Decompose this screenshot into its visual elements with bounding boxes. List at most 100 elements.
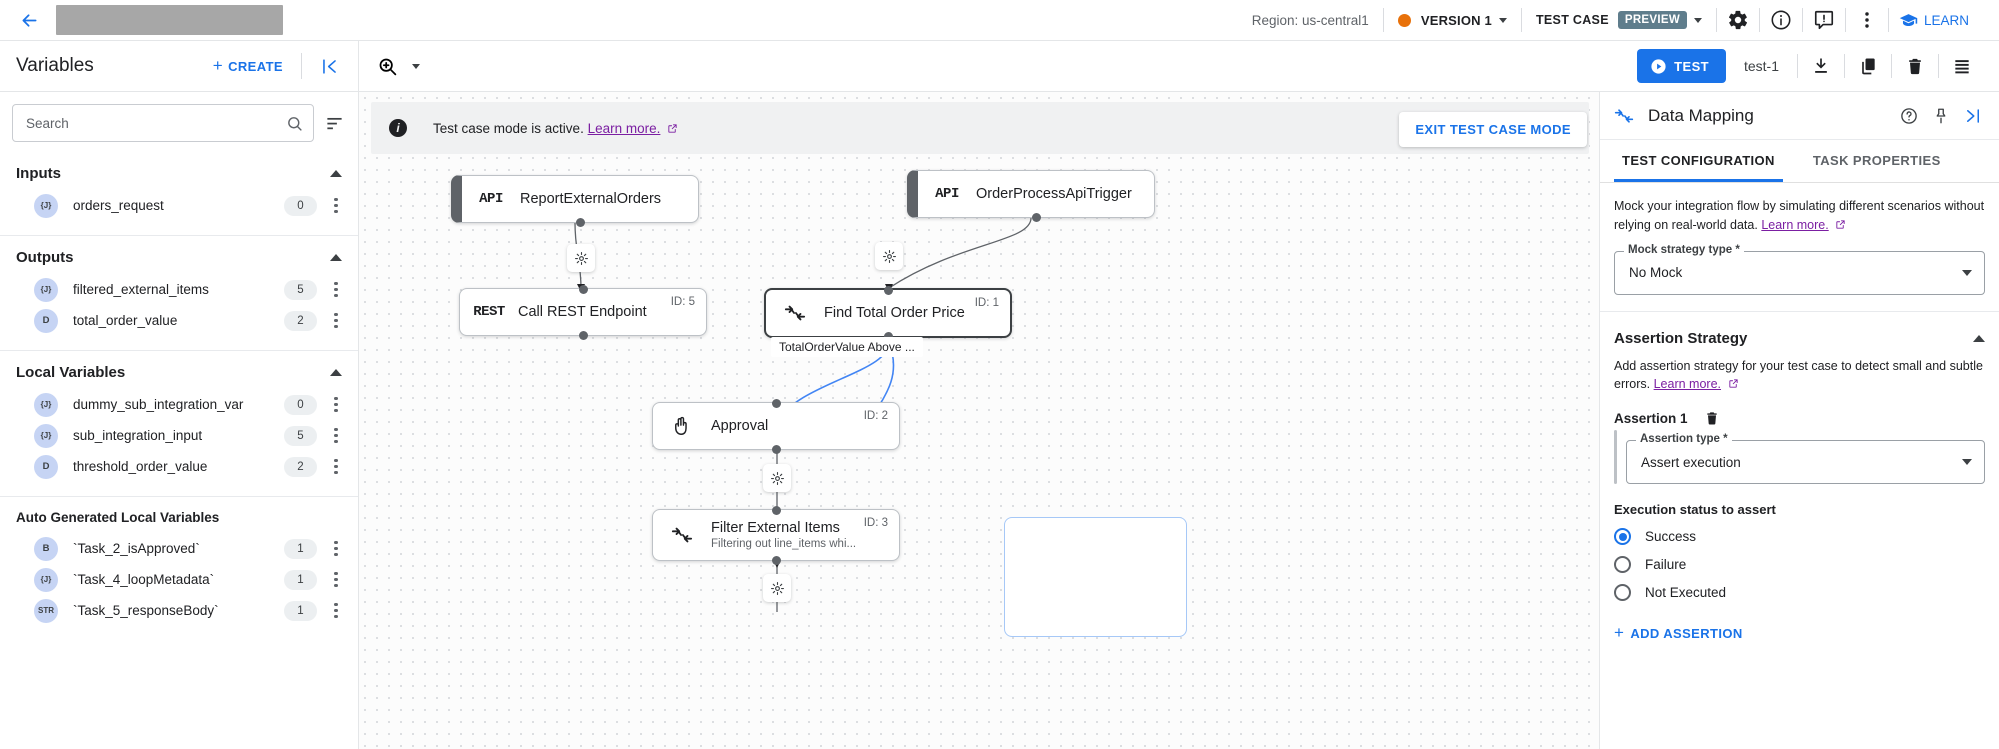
learn-button[interactable]: LEARN [1889, 11, 1985, 30]
variable-type-badge: STR [34, 598, 58, 623]
exit-test-case-mode-button[interactable]: EXIT TEST CASE MODE [1399, 112, 1587, 147]
radio-option[interactable]: Failure [1614, 556, 1985, 573]
list-icon [1955, 60, 1969, 74]
variable-menu-button[interactable] [324, 282, 348, 297]
section-header[interactable]: Auto Generated Local Variables [0, 497, 358, 533]
more-options-button[interactable] [1846, 0, 1888, 41]
node-id-label: ID: 2 [863, 410, 888, 422]
flow-node-approval[interactable]: Approval ID: 2 [652, 398, 900, 454]
variable-row[interactable]: STR`Task_5_responseBody`1 [0, 595, 358, 626]
flow-node-filter-external-items[interactable]: Filter External Items Filtering out line… [652, 505, 900, 565]
variable-count: 0 [284, 394, 317, 415]
add-assertion-button[interactable]: + ADD ASSERTION [1614, 623, 1985, 643]
node-input-port[interactable] [883, 285, 893, 295]
create-label: CREATE [228, 58, 283, 74]
tab-task-properties[interactable]: TASK PROPERTIES [1812, 153, 1941, 168]
edge-condition-label[interactable]: TotalOrderValue Above ... [771, 337, 923, 357]
node-input-port[interactable] [578, 284, 588, 294]
feedback-button[interactable] [1803, 0, 1845, 41]
run-test-button[interactable]: TEST [1637, 49, 1726, 83]
tab-test-configuration[interactable]: TEST CONFIGURATION [1614, 140, 1783, 182]
variable-menu-button[interactable] [324, 313, 348, 328]
variable-menu-button[interactable] [324, 541, 348, 556]
chevron-down-icon [412, 63, 420, 69]
search-input[interactable] [26, 115, 286, 131]
version-selector[interactable]: VERSION 1 [1384, 0, 1521, 41]
variable-menu-button[interactable] [324, 572, 348, 587]
variable-type-badge: {J} [34, 423, 58, 448]
node-output-port[interactable] [578, 330, 588, 340]
flow-node-find-total-order-price[interactable]: Find Total Order Price ID: 1 [764, 285, 1012, 341]
radio-button-icon[interactable] [1614, 528, 1631, 545]
create-variable-button[interactable]: + CREATE [209, 50, 287, 82]
mock-learn-more-link[interactable]: Learn more. [1761, 217, 1829, 232]
test-case-name[interactable]: test-1 [1743, 58, 1779, 74]
variable-row[interactable]: {J}`Task_4_loopMetadata`1 [0, 564, 358, 595]
node-output-port[interactable] [771, 555, 781, 565]
info-button[interactable] [1760, 0, 1802, 41]
variable-row[interactable]: B`Task_2_isApproved`1 [0, 533, 358, 564]
banner-learn-more-link[interactable]: Learn more. [587, 120, 661, 136]
region-label: Region: us-central1 [1251, 12, 1369, 28]
search-input-container[interactable] [12, 104, 314, 142]
divider [1891, 54, 1892, 78]
duplicate-button[interactable] [1845, 41, 1891, 92]
assertion-learn-more-link[interactable]: Learn more. [1653, 377, 1722, 392]
variable-menu-button[interactable] [324, 603, 348, 618]
test-case-selector[interactable]: TEST CASE PREVIEW [1522, 0, 1716, 41]
zoom-control[interactable] [359, 56, 438, 77]
node-input-port[interactable] [771, 398, 781, 408]
variable-menu-button[interactable] [324, 459, 348, 474]
node-output-port[interactable] [883, 331, 893, 341]
mock-strategy-field[interactable]: Mock strategy type * No Mock [1614, 243, 1985, 295]
sort-button[interactable] [322, 114, 346, 133]
section-header[interactable]: Inputs [0, 152, 358, 190]
collapse-panel-button[interactable] [1957, 100, 1989, 132]
mapping-icon [784, 305, 806, 321]
variable-menu-button[interactable] [324, 397, 348, 412]
flow-node-order-process-api-trigger[interactable]: API OrderProcessApiTrigger [907, 170, 1155, 222]
node-input-port[interactable] [771, 505, 781, 515]
help-button[interactable] [1893, 100, 1925, 132]
collapse-sidebar-button[interactable] [316, 57, 342, 76]
section-header[interactable]: Outputs [0, 236, 358, 274]
sort-icon [326, 117, 342, 129]
section-header[interactable]: Local Variables [0, 351, 358, 389]
canvas-blue-card[interactable] [1004, 517, 1187, 637]
delete-assertion-button[interactable] [1704, 410, 1720, 426]
settings-button[interactable] [1717, 0, 1759, 41]
list-view-button[interactable] [1939, 41, 1985, 92]
chevron-up-icon [1973, 334, 1985, 342]
assertion-section-header[interactable]: Assertion Strategy [1614, 326, 1985, 357]
edge-config-button[interactable] [763, 464, 791, 492]
edge-config-button[interactable] [567, 244, 595, 272]
flow-canvas[interactable]: i Test case mode is active. Learn more. … [359, 92, 1599, 749]
back-button[interactable] [14, 5, 44, 35]
download-button[interactable] [1798, 41, 1844, 92]
api-icon: API [479, 191, 503, 207]
node-output-port[interactable] [771, 444, 781, 454]
variable-menu-button[interactable] [324, 428, 348, 443]
radio-option[interactable]: Success [1614, 528, 1985, 545]
edge-config-button[interactable] [763, 574, 791, 602]
plus-icon: + [1614, 623, 1625, 642]
node-output-port[interactable] [575, 217, 585, 227]
edge-config-button[interactable] [875, 242, 903, 270]
flow-node-call-rest-endpoint[interactable]: REST Call REST Endpoint ID: 5 [459, 284, 707, 340]
variable-menu-button[interactable] [324, 198, 348, 213]
radio-button-icon[interactable] [1614, 584, 1631, 601]
pin-button[interactable] [1925, 100, 1957, 132]
node-output-port[interactable] [1031, 212, 1041, 222]
flow-node-report-external-orders[interactable]: API ReportExternalOrders [451, 175, 699, 227]
radio-button-icon[interactable] [1614, 556, 1631, 573]
delete-button[interactable] [1892, 41, 1938, 92]
radio-option[interactable]: Not Executed [1614, 584, 1985, 601]
chevron-down-icon [1962, 459, 1972, 465]
assertion-type-field[interactable]: Assertion type * Assert execution [1626, 433, 1985, 484]
